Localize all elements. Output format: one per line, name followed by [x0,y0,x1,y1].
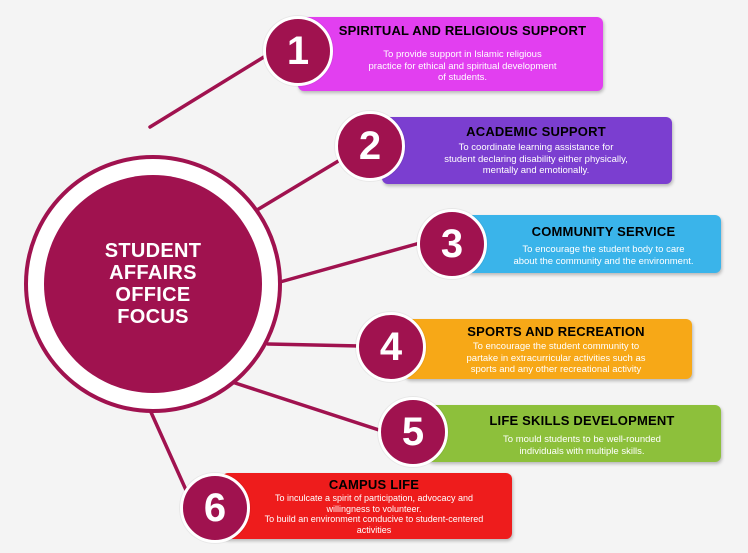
number-badge-4: 4 [356,312,426,382]
card-title: COMMUNITY SERVICE [531,224,676,239]
connector-line-4 [266,342,362,348]
card-title: ACADEMIC SUPPORT [466,124,606,139]
number-badge-2: 2 [335,111,405,181]
card-academic-support: ACADEMIC SUPPORT To coordinate learning … [382,117,672,184]
card-title: CAMPUS LIFE [328,477,420,492]
card-description: To mould students to be well-rounded ind… [503,434,661,457]
card-campus-life: CAMPUS LIFE To inculcate a spirit of par… [222,473,512,539]
card-title: SPIRITUAL AND RELIGIOUS SUPPORT [338,23,587,38]
connector-line-2 [255,158,342,212]
card-description: To encourage the student community to pa… [466,341,646,375]
card-description: To provide support in Islamic religious … [368,49,557,83]
card-spiritual-religious-support: SPIRITUAL AND RELIGIOUS SUPPORT To provi… [298,17,603,91]
connector-line-6 [148,408,188,492]
card-description: To encourage the student body to care ab… [513,244,694,267]
card-life-skills-development: LIFE SKILLS DEVELOPMENT To mould student… [427,405,721,462]
number-badge-1: 1 [263,16,333,86]
hub-circle: STUDENT AFFAIRS OFFICE FOCUS [44,175,262,393]
number-badge-3: 3 [417,209,487,279]
card-description: To coordinate learning assistance for st… [444,142,628,176]
card-title: LIFE SKILLS DEVELOPMENT [489,413,675,428]
connector-line-3 [278,241,422,284]
number-badge-5: 5 [378,397,448,467]
card-description: To inculcate a spirit of participation, … [264,493,484,535]
hub-title: STUDENT AFFAIRS OFFICE FOCUS [104,240,202,328]
card-sports-recreation: SPORTS AND RECREATION To encourage the s… [404,319,692,379]
connector-line-1 [148,50,274,129]
card-title: SPORTS AND RECREATION [467,324,645,339]
card-community-service: COMMUNITY SERVICE To encourage the stude… [466,215,721,273]
number-badge-6: 6 [180,473,250,543]
connector-line-5 [230,380,384,433]
